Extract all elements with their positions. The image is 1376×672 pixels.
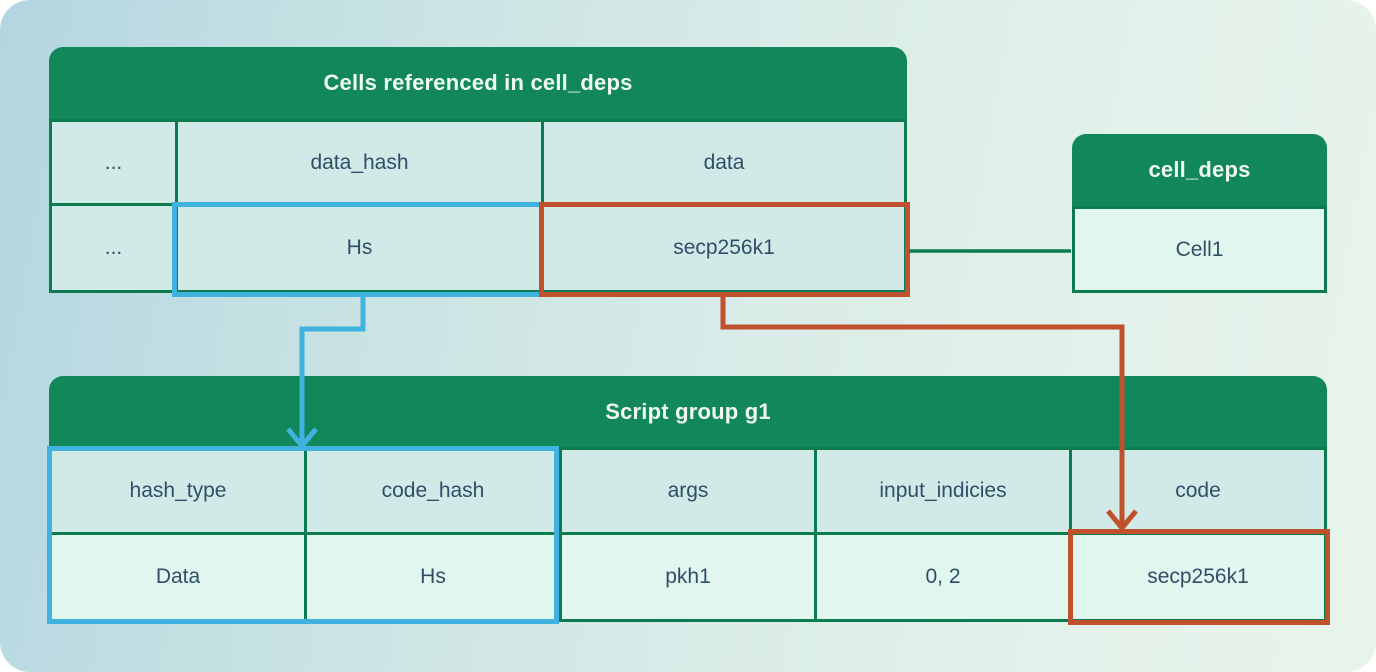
highlight-code-cell (1068, 529, 1330, 625)
script-group-row-hs: Hs (307, 535, 559, 619)
cell-deps-table-body: Cell1 (1072, 206, 1327, 293)
script-group-row-data: Data (52, 535, 304, 619)
cells-referenced-header-data-hash: data_hash (178, 122, 541, 203)
cells-referenced-row-hs: Hs (178, 206, 541, 290)
highlight-hs-cell (172, 202, 544, 297)
script-group-row-secp256k1: secp256k1 (1072, 535, 1324, 619)
cell-deps-row-cell1: Cell1 (1075, 209, 1324, 290)
script-group-header-code: code (1072, 450, 1324, 532)
cells-referenced-row-ellipsis: ... (52, 206, 175, 290)
cell-deps-table: cell_deps Cell1 (1072, 134, 1327, 293)
script-group-row-pkh1: pkh1 (562, 535, 814, 619)
cells-referenced-header-data: data (544, 122, 904, 203)
script-group-row-input-indicies: 0, 2 (817, 535, 1069, 619)
cells-referenced-row-secp256k1: secp256k1 (544, 206, 904, 290)
script-group-header-hash-type: hash_type (52, 450, 304, 532)
cells-referenced-table-title: Cells referenced in cell_deps (49, 47, 907, 119)
script-group-table-title: Script group g1 (49, 376, 1327, 447)
cells-referenced-header-ellipsis: ... (52, 122, 175, 203)
cell-deps-table-title: cell_deps (1072, 134, 1327, 206)
script-group-header-input-indicies: input_indicies (817, 450, 1069, 532)
highlight-hash-type-code-hash-columns (47, 446, 559, 624)
highlight-secp256k1-data-cell (539, 202, 910, 297)
script-group-header-code-hash: code_hash (307, 450, 559, 532)
script-group-header-args: args (562, 450, 814, 532)
